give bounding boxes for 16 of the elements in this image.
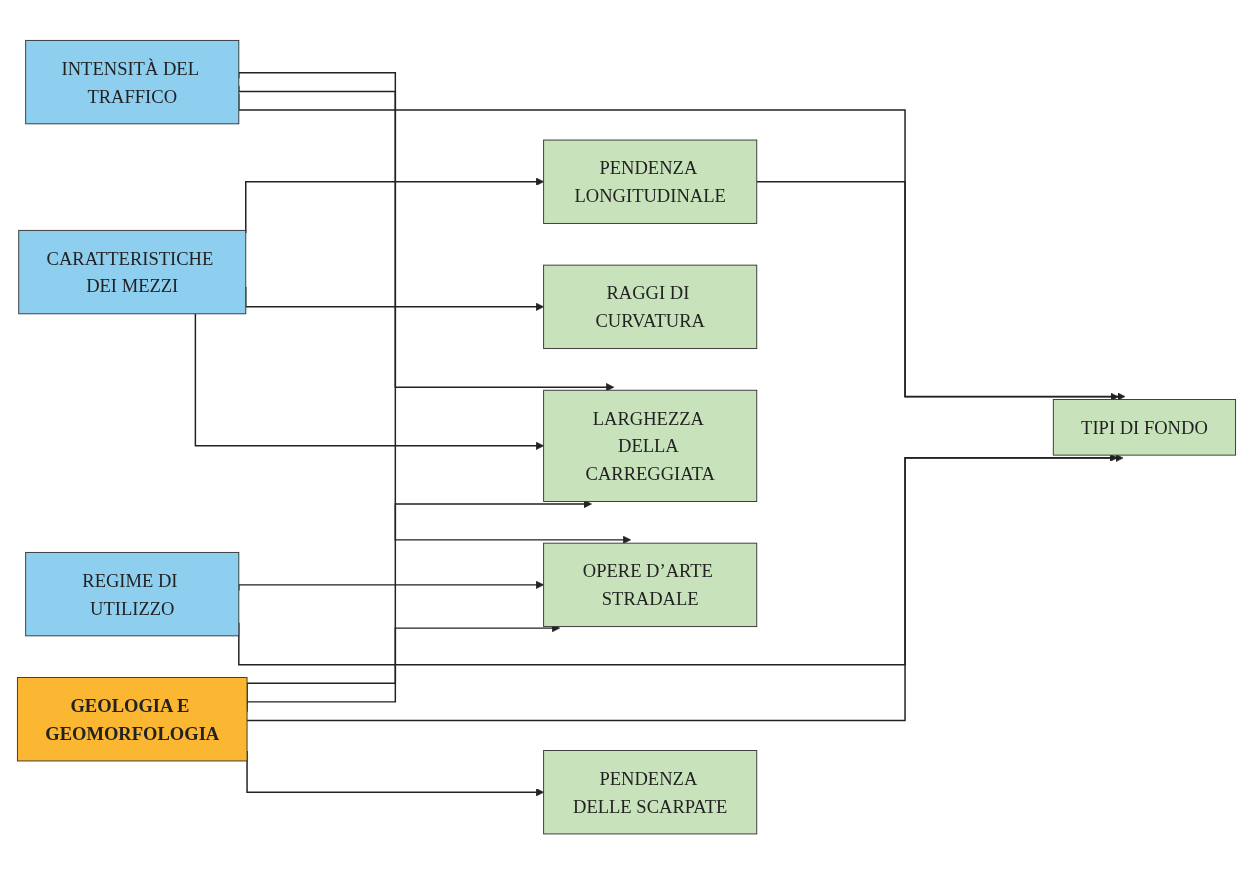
node-box: GEOLOGIA E GEOMORFOLOGIA [16, 676, 248, 762]
node-box: TIPI DI FONDO [1052, 398, 1237, 456]
arrow [238, 71, 615, 392]
arrow [756, 180, 1119, 401]
arrow [194, 312, 544, 450]
node-box: OPERE D’ARTE STRADALE [543, 542, 758, 627]
node-box: LARGHEZZA DELLA CARREGGIATA [543, 389, 758, 502]
arrow [238, 580, 544, 591]
node-box: RAGGI DI CURVATURA [543, 264, 758, 349]
node-box: REGIME DI UTILIZZO [25, 551, 240, 637]
node-box: PENDENZA LONGITUDINALE [543, 139, 758, 224]
node-box: PENDENZA DELLE SCARPATE [543, 749, 758, 835]
arrow [246, 453, 1124, 721]
arrow [245, 177, 544, 234]
node-box: CARATTERISTICHE DEI MEZZI [18, 229, 247, 315]
node-box: INTENSITÀ DEL TRAFFICO [25, 39, 240, 125]
